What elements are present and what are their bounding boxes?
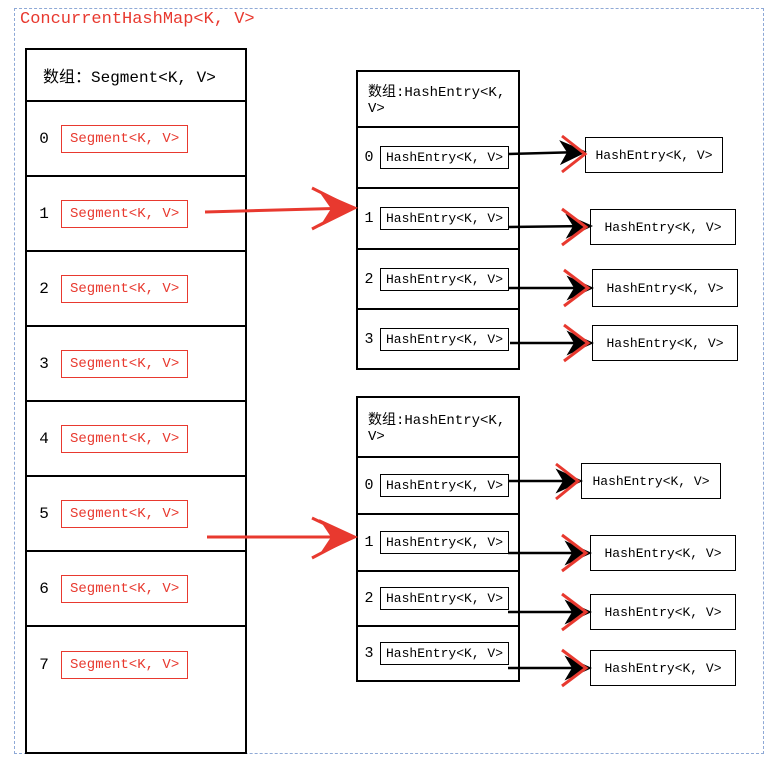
- hashentry-index-2-2: 2: [364, 590, 374, 607]
- hashentry-index-1-1: 1: [364, 210, 374, 227]
- hashentry-cell-2-2: HashEntry<K, V>: [380, 587, 510, 610]
- segment-cell-0: Segment<K, V>: [61, 124, 189, 153]
- segment-cell-3: Segment<K, V>: [61, 349, 189, 378]
- hashentry-index-1-2: 2: [364, 270, 374, 288]
- hashentry-array-header-1: 数组:HashEntry<K, V>: [358, 72, 518, 128]
- hashentry-cell-2-3: HashEntry<K, V>: [380, 642, 510, 665]
- hashentry-row-2-0: 0 HashEntry<K, V>: [358, 458, 518, 515]
- segment-cell-5: Segment<K, V>: [61, 499, 189, 528]
- segment-index-0: 0: [39, 129, 49, 148]
- segment-cell-6: Segment<K, V>: [61, 574, 189, 603]
- segment-index-2: 2: [39, 279, 49, 298]
- hashentry-cell-2-1: HashEntry<K, V>: [380, 531, 510, 554]
- segment-index-4: 4: [39, 429, 49, 448]
- segment-index-5: 5: [39, 504, 49, 523]
- hashentry-row-1-2: 2 HashEntry<K, V>: [358, 250, 518, 310]
- hashentry-row-2-3: 3 HashEntry<K, V>: [358, 627, 518, 680]
- segment-index-3: 3: [39, 354, 49, 373]
- hashentry-node-2-0: HashEntry<K, V>: [581, 463, 721, 499]
- segment-row-1: 1 Segment<K, V>: [27, 177, 245, 252]
- hashentry-row-2-2: 2 HashEntry<K, V>: [358, 572, 518, 627]
- segment-row-3: 3 Segment<K, V>: [27, 327, 245, 402]
- hashentry-cell-1-3: HashEntry<K, V>: [380, 327, 510, 351]
- diagram-title: ConcurrentHashMap<K, V>: [20, 10, 255, 29]
- hashentry-node-2-2: HashEntry<K, V>: [590, 594, 736, 630]
- segment-array-header: 数组：Segment<K, V>: [27, 50, 245, 102]
- hashentry-array-header-2: 数组:HashEntry<K, V>: [358, 398, 518, 458]
- hashentry-array-table-1: 数组:HashEntry<K, V> 0 HashEntry<K, V> 1 H…: [356, 70, 520, 370]
- outer-dashed-frame: [14, 8, 764, 754]
- hashentry-node-1-0: HashEntry<K, V>: [585, 137, 723, 173]
- hashentry-row-1-1: 1 HashEntry<K, V>: [358, 189, 518, 250]
- hashentry-row-2-1: 1 HashEntry<K, V>: [358, 515, 518, 572]
- segment-cell-2: Segment<K, V>: [61, 274, 189, 303]
- hashentry-index-1-3: 3: [364, 330, 374, 348]
- hashentry-index-2-0: 0: [364, 477, 374, 494]
- hashentry-index-2-1: 1: [364, 534, 374, 551]
- segment-index-7: 7: [39, 655, 49, 674]
- segment-row-7: 7 Segment<K, V>: [27, 627, 245, 702]
- hashentry-index-2-3: 3: [364, 645, 374, 662]
- hashentry-node-1-1: HashEntry<K, V>: [590, 209, 736, 245]
- hashentry-cell-2-0: HashEntry<K, V>: [380, 474, 510, 497]
- segment-cell-1: Segment<K, V>: [61, 199, 189, 228]
- segment-row-4: 4 Segment<K, V>: [27, 402, 245, 477]
- hashentry-cell-1-1: HashEntry<K, V>: [380, 207, 510, 230]
- segment-row-2: 2 Segment<K, V>: [27, 252, 245, 327]
- segment-array-table: 数组：Segment<K, V> 0 Segment<K, V> 1 Segme…: [25, 48, 247, 754]
- hashentry-node-1-3: HashEntry<K, V>: [592, 325, 738, 361]
- segment-row-0: 0 Segment<K, V>: [27, 102, 245, 177]
- hashentry-row-1-0: 0 HashEntry<K, V>: [358, 128, 518, 189]
- hashentry-node-2-3: HashEntry<K, V>: [590, 650, 736, 686]
- hashentry-node-1-2: HashEntry<K, V>: [592, 269, 738, 307]
- segment-cell-7: Segment<K, V>: [61, 650, 189, 679]
- hashentry-array-table-2: 数组:HashEntry<K, V> 0 HashEntry<K, V> 1 H…: [356, 396, 520, 682]
- hashentry-row-1-3: 3 HashEntry<K, V>: [358, 310, 518, 368]
- segment-row-5: 5 Segment<K, V>: [27, 477, 245, 552]
- segment-row-6: 6 Segment<K, V>: [27, 552, 245, 627]
- hashentry-node-2-1: HashEntry<K, V>: [590, 535, 736, 571]
- segment-index-6: 6: [39, 579, 49, 598]
- hashentry-index-1-0: 0: [364, 149, 374, 166]
- segment-cell-4: Segment<K, V>: [61, 424, 189, 453]
- segment-index-1: 1: [39, 204, 49, 223]
- hashentry-cell-1-2: HashEntry<K, V>: [380, 267, 510, 291]
- hashentry-cell-1-0: HashEntry<K, V>: [380, 146, 510, 169]
